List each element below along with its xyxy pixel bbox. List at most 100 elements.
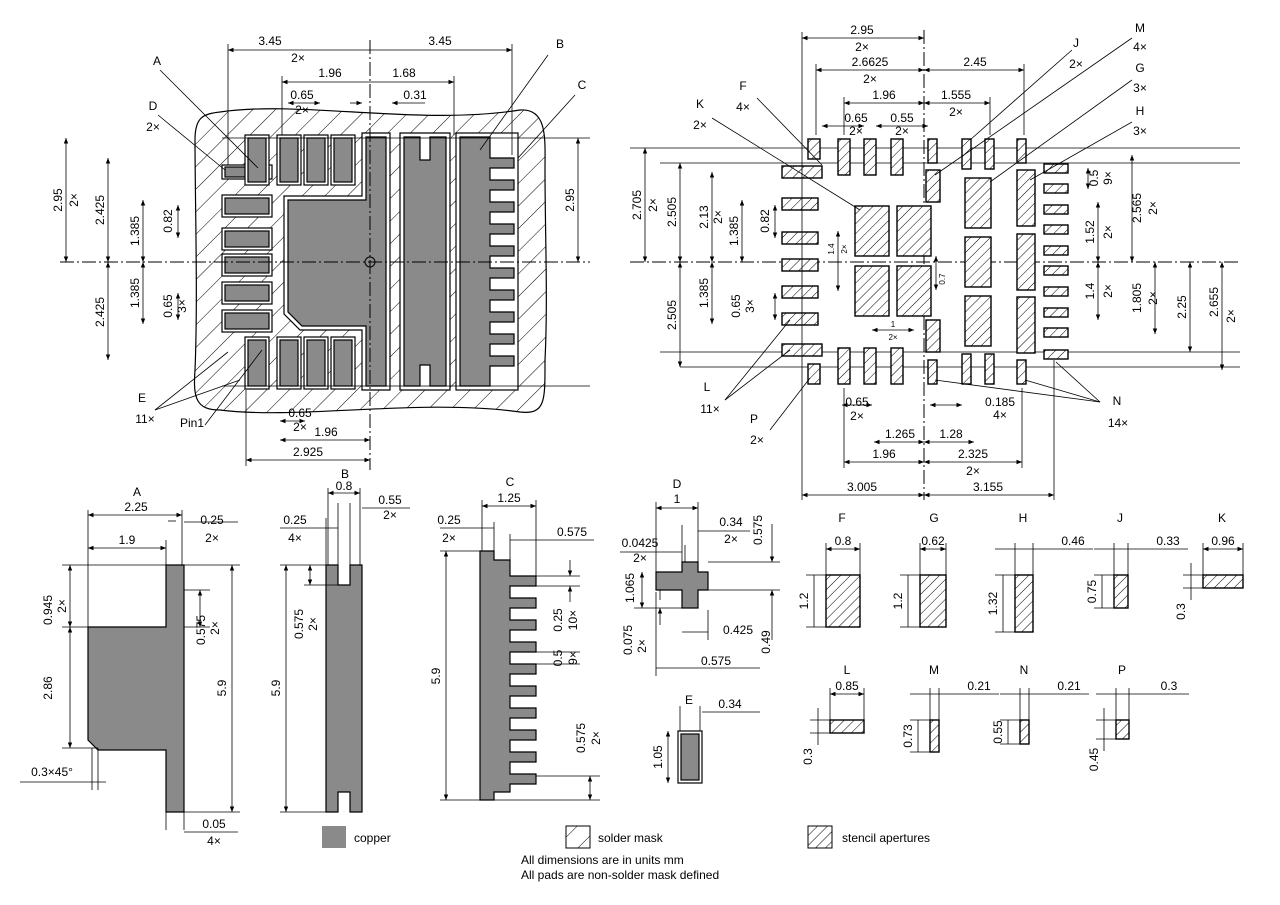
stencil-dim-2-505-top: 2.505 [665, 197, 679, 227]
legend-solder-mask-swatch [565, 825, 591, 849]
label-d-2x: 2× [146, 120, 160, 134]
stencil-detail-g: G0.621.2 [891, 511, 947, 628]
pad-d-dim-0-34: 0.34 [719, 515, 743, 529]
stencil-label-f-4x: 4× [736, 100, 750, 114]
origin-marker [364, 256, 376, 268]
dim-0-65-left: 0.65 [161, 294, 175, 318]
pad-d-dim-0-575-bottom: 0.575 [701, 654, 731, 668]
pad-c-dim-0-575: 0.575 [557, 525, 587, 539]
stencil-label-g-3x: 3× [1133, 81, 1147, 95]
stencil-detail-k: K0.960.3 [1174, 511, 1244, 620]
pad-c-dim-1-25: 1.25 [497, 491, 521, 505]
pad-c-dim-0-25-10x: 10× [566, 610, 580, 630]
stencil-label-p-2x: 2× [750, 433, 764, 447]
stencil-dim-bottom-0-65-2x: 2× [850, 409, 864, 423]
legend-copper-label: copper [354, 831, 391, 845]
stencil-label-l-11x: 11× [700, 402, 719, 416]
dim-2-95-right: 2.95 [563, 188, 577, 212]
dim-bottom-0-65: 0.65 [288, 406, 312, 420]
pad-d-dim-0-0425: 0.0425 [622, 536, 659, 550]
stencil-detail-title: M [929, 663, 939, 677]
stencil-label-f: F [739, 79, 746, 93]
dim-1-96: 1.96 [318, 66, 342, 80]
dim-1-68: 1.68 [392, 66, 416, 80]
stencil-dim-2-6625-2x: 2× [863, 72, 877, 86]
stencil-dim-0-5-9x: 9× [1101, 171, 1115, 185]
stencil-dim-1-555-2x: 2× [949, 105, 963, 119]
stencil-aperture-g [919, 574, 947, 628]
stencil-label-j: J [1073, 36, 1079, 50]
legend-stencil-label: stencil apertures [842, 831, 930, 845]
stencil-dim-0-65-2x: 2× [849, 124, 863, 138]
note-pads: All pads are non-solder mask defined [521, 868, 719, 882]
dim-2-95-2x: 2× [67, 193, 81, 207]
stencil-dim-0-82: 0.82 [758, 209, 772, 233]
pad-b-dim-0-575: 0.575 [292, 609, 306, 639]
stencil-dim-1-52: 1.52 [1083, 220, 1097, 244]
pad-a-dim-2-25: 2.25 [124, 500, 148, 514]
pad-a-dim-0-575-2x: 2× [208, 621, 222, 635]
pad-a-dim-0-25: 0.25 [200, 513, 224, 527]
dim-3-45-right: 3.45 [428, 34, 452, 48]
dim-1-385-top: 1.385 [128, 216, 142, 246]
top-pads [244, 134, 356, 186]
stencil-detail-height: 0.3 [801, 748, 815, 765]
pad-a-title: A [133, 485, 141, 499]
pad-b-dim-5-9: 5.9 [269, 679, 283, 696]
stencil-detail-width: 0.8 [835, 534, 852, 548]
stencil-bottom-row [807, 347, 1027, 385]
pad-e-dim-1-05: 1.05 [651, 745, 665, 769]
stencil-dim-2-45: 2.45 [963, 55, 987, 69]
pad-d-title: D [673, 477, 682, 491]
dim-0-82: 0.82 [161, 209, 175, 233]
legend: copper solder mask stencil apertures All… [322, 825, 930, 882]
dim-2-95-left: 2.95 [51, 188, 65, 212]
label-pin1: Pin1 [180, 416, 204, 430]
pad-c-dim-0-575-2x: 2× [589, 731, 603, 745]
dim-2x: 2× [291, 51, 305, 65]
label-e: E [138, 391, 146, 405]
stencil-detail-p: P0.30.45 [1087, 663, 1189, 771]
stencil-detail-title: F [838, 511, 845, 525]
pad-d-detail: D 1 0.34 2× 0.0425 2× 0.575 1.065 0.075 … [620, 477, 780, 676]
dim-0-65: 0.65 [290, 88, 314, 102]
legend-copper-swatch [322, 826, 346, 848]
pad-a-dim-2-86: 2.86 [41, 676, 55, 700]
stencil-dim-2-705: 2.705 [630, 190, 644, 220]
pad-a-dim-0-05: 0.05 [202, 817, 226, 831]
dim-2-425-top: 2.425 [93, 195, 107, 225]
stencil-detail-title: K [1218, 511, 1226, 525]
pad-d-dim-0-0425-2x: 2× [633, 551, 647, 565]
pad-a-dim-1-9: 1.9 [119, 533, 136, 547]
stencil-aperture-h [1014, 574, 1034, 633]
stencil-f-pads [854, 205, 932, 317]
stencil-dim-1-2x: 2× [888, 333, 897, 342]
stencil-label-j-2x: 2× [1069, 57, 1083, 71]
pad-d-dim-0-34-2x: 2× [724, 532, 738, 546]
stencil-dim-1-385-top: 1.385 [727, 216, 741, 246]
dim-bottom-1-96: 1.96 [314, 425, 338, 439]
stencil-detail-f: F0.81.2 [797, 511, 861, 628]
pad-b-detail: B 0.8 0.55 2× 0.25 4× 0.575 2× 5.9 [269, 467, 410, 813]
stencil-detail-height: 1.32 [986, 591, 1000, 615]
stencil-label-k: K [696, 97, 704, 111]
stencil-dim-0-55: 0.55 [890, 111, 914, 125]
stencil-dim-1-385-bottom: 1.385 [697, 278, 711, 308]
pad-d-dim-0-075-2x: 2× [635, 639, 649, 653]
stencil-dim-2-95-2x: 2× [855, 40, 869, 54]
stencil-dim-1-96: 1.96 [872, 88, 896, 102]
stencil-dim-1-4-right: 1.4 [1083, 282, 1097, 299]
label-d: D [149, 99, 158, 113]
pad-e-title: E [685, 693, 693, 707]
land-pattern-view: 3.45 2× 3.45 1.96 1.68 0.65 2× 0.31 2.95… [51, 34, 590, 470]
stencil-dim-2-13: 2.13 [697, 205, 711, 229]
pad-c-dim-5-9: 5.9 [429, 667, 443, 684]
stencil-h-pads [1016, 169, 1036, 354]
stencil-dim-1-52-2x: 2× [1101, 225, 1115, 239]
dim-2-925: 2.925 [293, 445, 323, 459]
stencil-dim-2-655-2x: 2× [1224, 309, 1238, 323]
stencil-label-m-4x: 4× [1133, 40, 1147, 54]
stencil-n-column [1043, 163, 1069, 360]
stencil-dim-0-185: 0.185 [985, 395, 1015, 409]
